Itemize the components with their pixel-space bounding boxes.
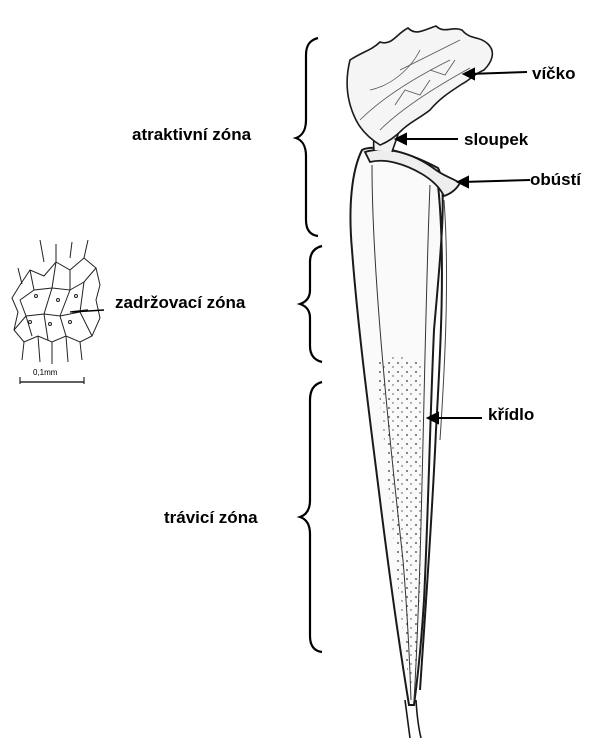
cell-inset-drawing <box>12 240 100 364</box>
zone-label-attractive: atraktivní zóna <box>132 125 251 145</box>
inset-leader <box>72 310 104 312</box>
bracket-retention <box>300 246 322 362</box>
zone-label-digestive: trávicí zóna <box>164 508 258 528</box>
part-label-mouth: obústí <box>530 170 581 190</box>
part-label-column: sloupek <box>464 130 528 150</box>
pitcher-lid <box>347 26 492 145</box>
part-label-lid: víčko <box>532 64 575 84</box>
arrow-mouth <box>462 180 530 182</box>
zone-label-retention: zadržovací zóna <box>115 293 245 313</box>
part-label-wing: křídlo <box>488 405 534 425</box>
scale-label: 0,1mm <box>33 368 57 377</box>
bracket-digestive <box>300 382 322 652</box>
bracket-attractive <box>296 38 318 236</box>
